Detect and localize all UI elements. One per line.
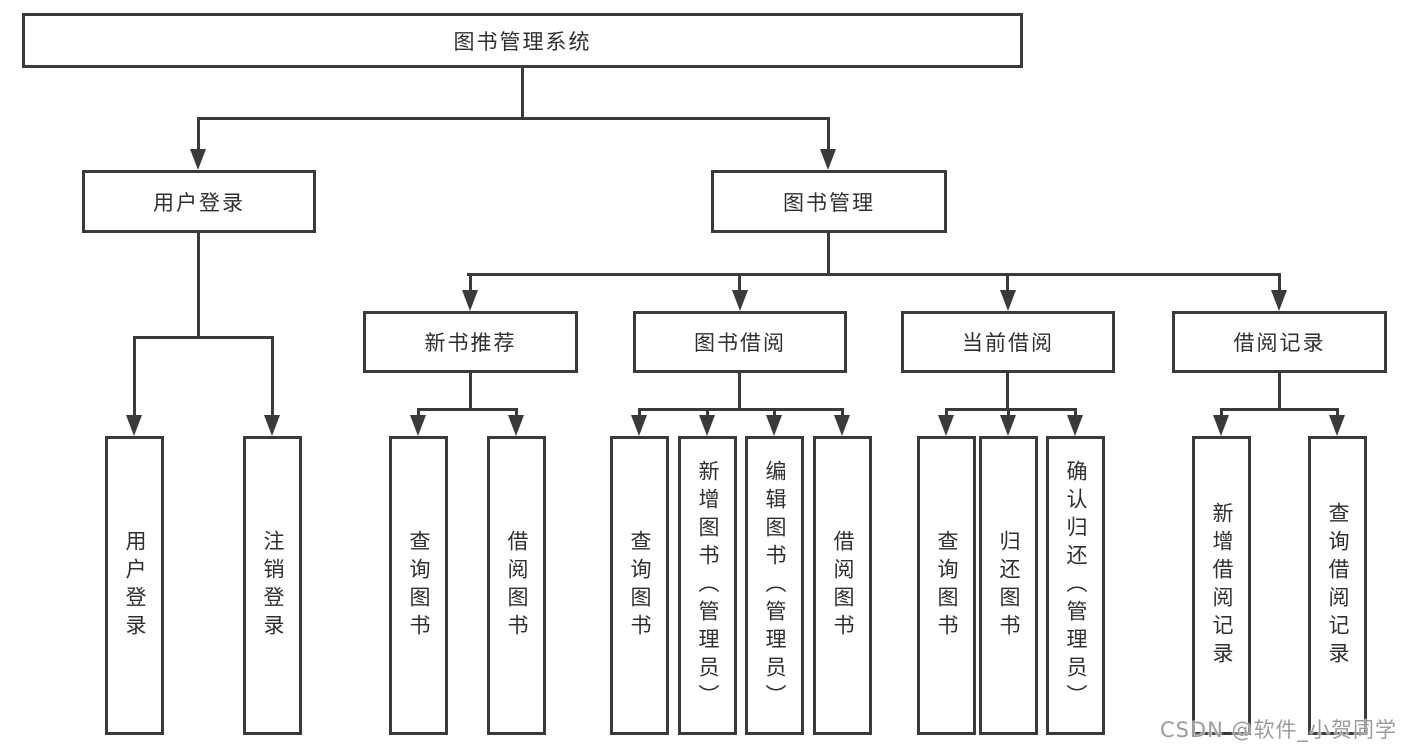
- connector-arrowhead: [1329, 415, 1345, 436]
- connector-line: [738, 273, 741, 295]
- connector-line: [1006, 373, 1009, 411]
- leaf-return-book: 归还图书: [979, 436, 1038, 735]
- node-label: 借阅图书: [505, 529, 529, 642]
- node-label: 新增借阅记录: [1210, 501, 1234, 670]
- connector-line: [1006, 273, 1009, 295]
- connector-line: [197, 117, 200, 153]
- connector-arrowhead: [1271, 290, 1287, 311]
- node-label: 新书推荐: [424, 331, 517, 355]
- connector-line: [197, 233, 200, 339]
- node-label: 用户登录: [123, 529, 147, 642]
- connector-line: [1278, 373, 1281, 411]
- connector-line: [1220, 408, 1223, 420]
- node-label: 注销登录: [261, 529, 285, 642]
- node-borrowing-records: 借阅记录: [1172, 311, 1387, 373]
- connector-line: [827, 233, 830, 276]
- connector-line: [638, 408, 844, 411]
- node-label: 确认归还（管理员）: [1064, 459, 1088, 712]
- connector-line: [469, 273, 472, 295]
- node-label: 借阅图书: [831, 529, 855, 642]
- connector-line: [515, 408, 518, 420]
- connector-line: [1336, 408, 1339, 420]
- node-book-borrowing: 图书借阅: [633, 311, 847, 373]
- csdn-watermark: CSDN @软件_小贺同学: [1159, 718, 1397, 742]
- connector-line: [841, 408, 844, 420]
- node-label: 用户登录: [153, 190, 245, 215]
- node-new-book-recommendation: 新书推荐: [363, 311, 578, 373]
- node-label: 图书借阅: [694, 331, 786, 355]
- connector-line: [773, 408, 776, 420]
- leaf-query-borrow-record: 查询借阅记录: [1308, 436, 1367, 735]
- node-label: 查询借阅记录: [1326, 501, 1350, 670]
- connector-arrowhead: [1000, 415, 1016, 436]
- leaf-edit-book-admin: 编辑图书（管理员）: [745, 436, 804, 735]
- connector-line: [417, 408, 420, 420]
- connector-line: [271, 336, 274, 418]
- leaf-borrow-books-recommend: 借阅图书: [487, 436, 546, 735]
- leaf-add-borrow-record: 新增借阅记录: [1192, 436, 1251, 735]
- node-label: 借阅记录: [1233, 331, 1326, 355]
- connector-arrowhead: [732, 290, 748, 311]
- node-current-borrowing: 当前借阅: [901, 311, 1115, 373]
- connector-line: [133, 336, 136, 418]
- connector-arrowhead: [1067, 415, 1083, 436]
- leaf-borrow-books-borrowing: 借阅图书: [813, 436, 872, 735]
- connector-arrowhead: [1000, 290, 1016, 311]
- connector-line: [706, 408, 709, 420]
- connector-line: [827, 117, 830, 153]
- connector-line: [133, 336, 274, 339]
- node-label: 归还图书: [997, 529, 1021, 642]
- leaf-query-books-current: 查询图书: [917, 436, 976, 735]
- node-label: 查询图书: [628, 529, 652, 642]
- connector-line: [1007, 408, 1010, 420]
- connector-arrowhead: [820, 149, 836, 170]
- connector-arrowhead: [699, 415, 715, 436]
- leaf-user-login: 用户登录: [105, 436, 164, 735]
- leaf-logout: 注销登录: [243, 436, 302, 735]
- node-library-management-system: 图书管理系统: [22, 13, 1023, 68]
- connector-arrowhead: [462, 290, 478, 311]
- connector-arrowhead: [938, 415, 954, 436]
- leaf-query-books-recommend: 查询图书: [389, 436, 448, 735]
- connector-arrowhead: [264, 415, 280, 436]
- connector-line: [945, 408, 948, 420]
- connector-line: [945, 408, 1077, 411]
- connector-arrowhead: [631, 415, 647, 436]
- node-label: 编辑图书（管理员）: [763, 459, 787, 712]
- leaf-confirm-return-admin: 确认归还（管理员）: [1046, 436, 1105, 735]
- connector-line: [638, 408, 641, 420]
- node-book-management: 图书管理: [711, 170, 947, 233]
- connector-arrowhead: [190, 149, 206, 170]
- connector-line: [1074, 408, 1077, 420]
- connector-arrowhead: [1213, 415, 1229, 436]
- node-label: 查询图书: [935, 529, 959, 642]
- leaf-query-books-borrowing: 查询图书: [610, 436, 669, 735]
- connector-arrowhead: [834, 415, 850, 436]
- connector-arrowhead: [508, 415, 524, 436]
- node-label: 查询图书: [407, 529, 431, 642]
- connector-line: [1278, 273, 1281, 295]
- connector-line: [738, 373, 741, 411]
- connector-line: [1220, 408, 1339, 411]
- connector-arrowhead: [126, 415, 142, 436]
- connector-line: [197, 117, 830, 120]
- node-label: 图书管理: [783, 190, 875, 215]
- connector-arrowhead: [766, 415, 782, 436]
- connector-line: [469, 373, 472, 411]
- node-label: 新增图书（管理员）: [696, 459, 720, 712]
- node-label: 图书管理系统: [453, 29, 592, 54]
- connector-line: [521, 68, 524, 120]
- node-user-login: 用户登录: [82, 170, 316, 233]
- node-label: 当前借阅: [962, 331, 1054, 355]
- leaf-add-book-admin: 新增图书（管理员）: [678, 436, 737, 735]
- connector-arrowhead: [410, 415, 426, 436]
- connector-line: [467, 273, 1281, 276]
- connector-line: [417, 408, 518, 411]
